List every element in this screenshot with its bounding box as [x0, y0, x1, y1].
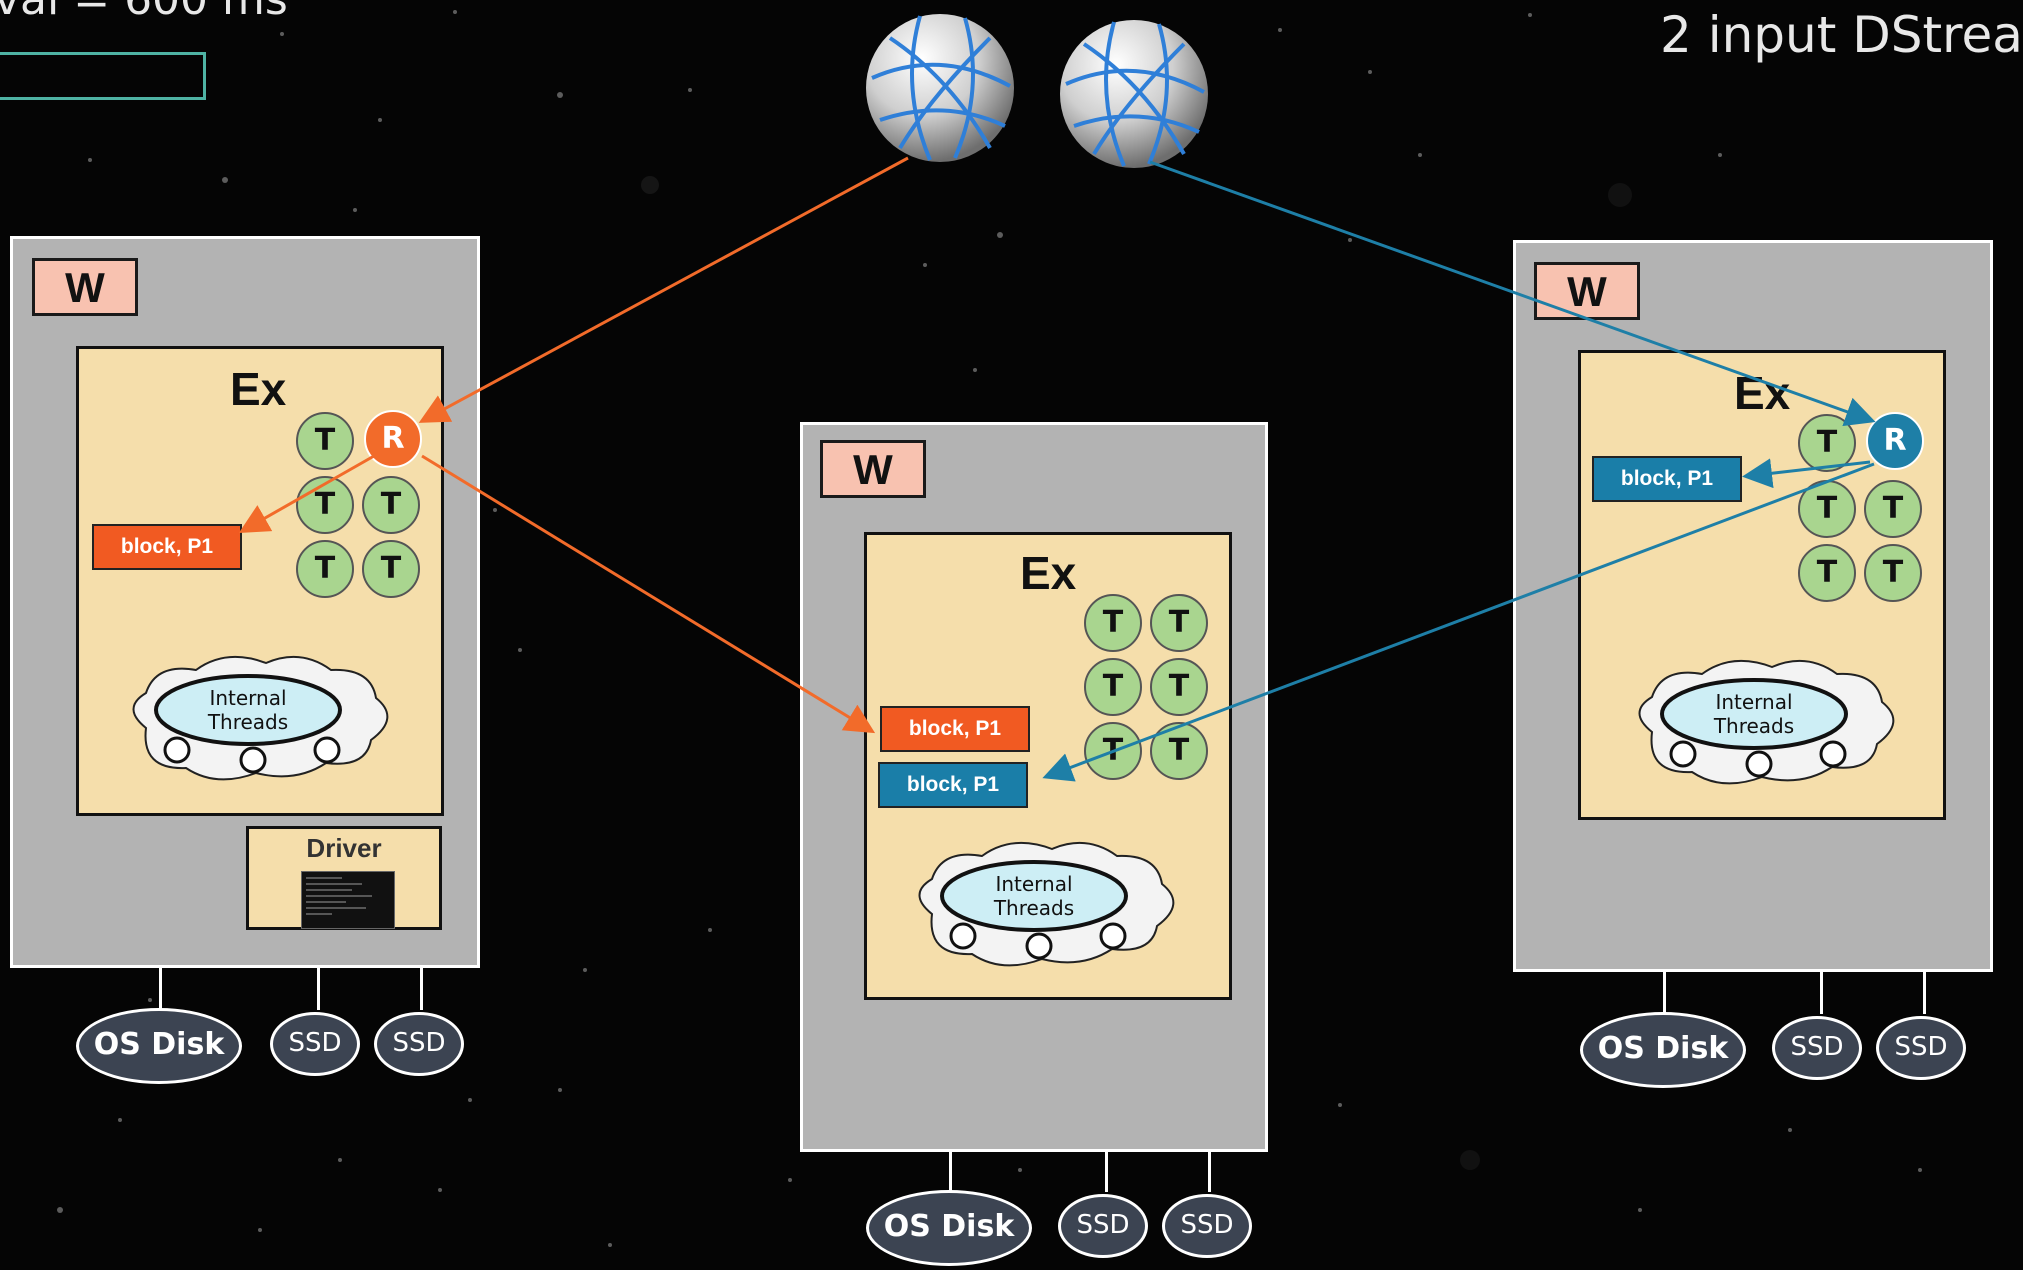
disk-connector — [1208, 1152, 1211, 1192]
os-disk: OS Disk — [866, 1190, 1032, 1266]
task-thread: T — [1084, 658, 1142, 716]
task-thread: T — [362, 476, 420, 534]
worker-label: W — [820, 440, 926, 498]
data-block: block, P1 — [880, 706, 1030, 752]
task-thread: T — [1150, 594, 1208, 652]
task-thread: T — [362, 540, 420, 598]
internal-threads-cloud — [918, 841, 1175, 967]
input-dstreams-text: 2 input DStrea — [1660, 6, 2023, 64]
task-thread: T — [1798, 480, 1856, 538]
executor-label: Ex — [1734, 367, 1791, 419]
disk-connector — [1923, 972, 1926, 1014]
data-block: block, P1 — [92, 524, 242, 570]
internal-threads-label: Internal Threads — [1713, 690, 1795, 738]
executor-label: Ex — [1020, 547, 1077, 599]
internal-threads-cloud — [132, 655, 389, 781]
receiver-circle: R — [1866, 412, 1924, 470]
data-block: block, P1 — [878, 762, 1028, 808]
disk-connector — [949, 1152, 952, 1192]
executor-label: Ex — [230, 363, 287, 415]
worker-label: W — [32, 258, 138, 316]
task-thread: T — [1864, 544, 1922, 602]
task-thread: T — [296, 412, 354, 470]
globe-icon — [866, 14, 1014, 162]
globe-icon — [1060, 20, 1208, 168]
task-thread: T — [1864, 480, 1922, 538]
driver-box: Driver — [246, 826, 442, 930]
os-disk: OS Disk — [1580, 1012, 1746, 1088]
task-thread: T — [1084, 594, 1142, 652]
driver-label: Driver — [306, 833, 382, 863]
batch-interval-text: val = 600 ms — [0, 0, 288, 25]
os-disk: OS Disk — [76, 1008, 242, 1084]
disk-connector — [1663, 972, 1666, 1014]
ssd-disk: SSD — [1876, 1016, 1966, 1080]
ssd-disk: SSD — [1058, 1194, 1148, 1258]
driver-console-thumbnail — [301, 871, 395, 929]
disk-connector — [1820, 972, 1823, 1014]
ssd-disk: SSD — [1772, 1016, 1862, 1080]
task-thread: T — [1798, 544, 1856, 602]
receiver-circle: R — [364, 410, 422, 468]
data-block: block, P1 — [1592, 456, 1742, 502]
task-thread: T — [1150, 658, 1208, 716]
disk-connector — [159, 968, 162, 1010]
task-thread: T — [296, 540, 354, 598]
ssd-disk: SSD — [374, 1012, 464, 1076]
ssd-disk: SSD — [1162, 1194, 1252, 1258]
task-thread: T — [1150, 722, 1208, 780]
ssd-disk: SSD — [270, 1012, 360, 1076]
disk-connector — [317, 968, 320, 1010]
worker-label: W — [1534, 262, 1640, 320]
disk-connector — [1105, 1152, 1108, 1192]
internal-threads-label: Internal Threads — [993, 872, 1075, 920]
disk-connector — [420, 968, 423, 1010]
task-thread: T — [1798, 414, 1856, 472]
highlight-box — [0, 52, 206, 100]
task-thread: T — [1084, 722, 1142, 780]
task-thread: T — [296, 476, 354, 534]
internal-threads-label: Internal Threads — [207, 686, 289, 734]
